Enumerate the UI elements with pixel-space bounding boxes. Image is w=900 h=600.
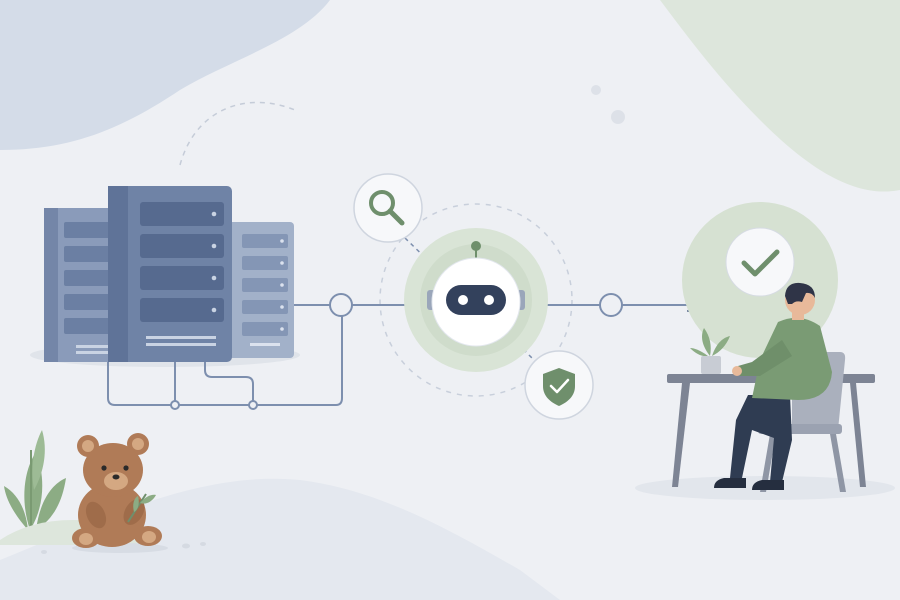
dot-decor-1: [591, 85, 601, 95]
robot-icon: [404, 228, 548, 372]
node-right: [599, 293, 623, 317]
node-left: [329, 293, 353, 317]
dashed-ring-robot: [379, 203, 573, 397]
bush-plant: [4, 430, 66, 530]
magnifier-icon: [353, 173, 423, 243]
connection-lines: [107, 304, 690, 406]
server-rack-icon: [44, 186, 294, 362]
junction-dot-2: [248, 400, 258, 410]
junction-dot-1: [170, 400, 180, 410]
dashed-arc-top: [179, 101, 296, 166]
shield-check-icon: [524, 350, 594, 420]
teddy-bear: [72, 433, 168, 553]
blob-top-right: [660, 0, 900, 192]
pebbles: [41, 542, 206, 554]
checkmark-icon: [725, 227, 795, 297]
dot-decor-2: [611, 110, 625, 124]
desk-plant: [690, 328, 730, 374]
person-at-desk: [714, 282, 832, 490]
blob-top-left: [0, 0, 330, 150]
